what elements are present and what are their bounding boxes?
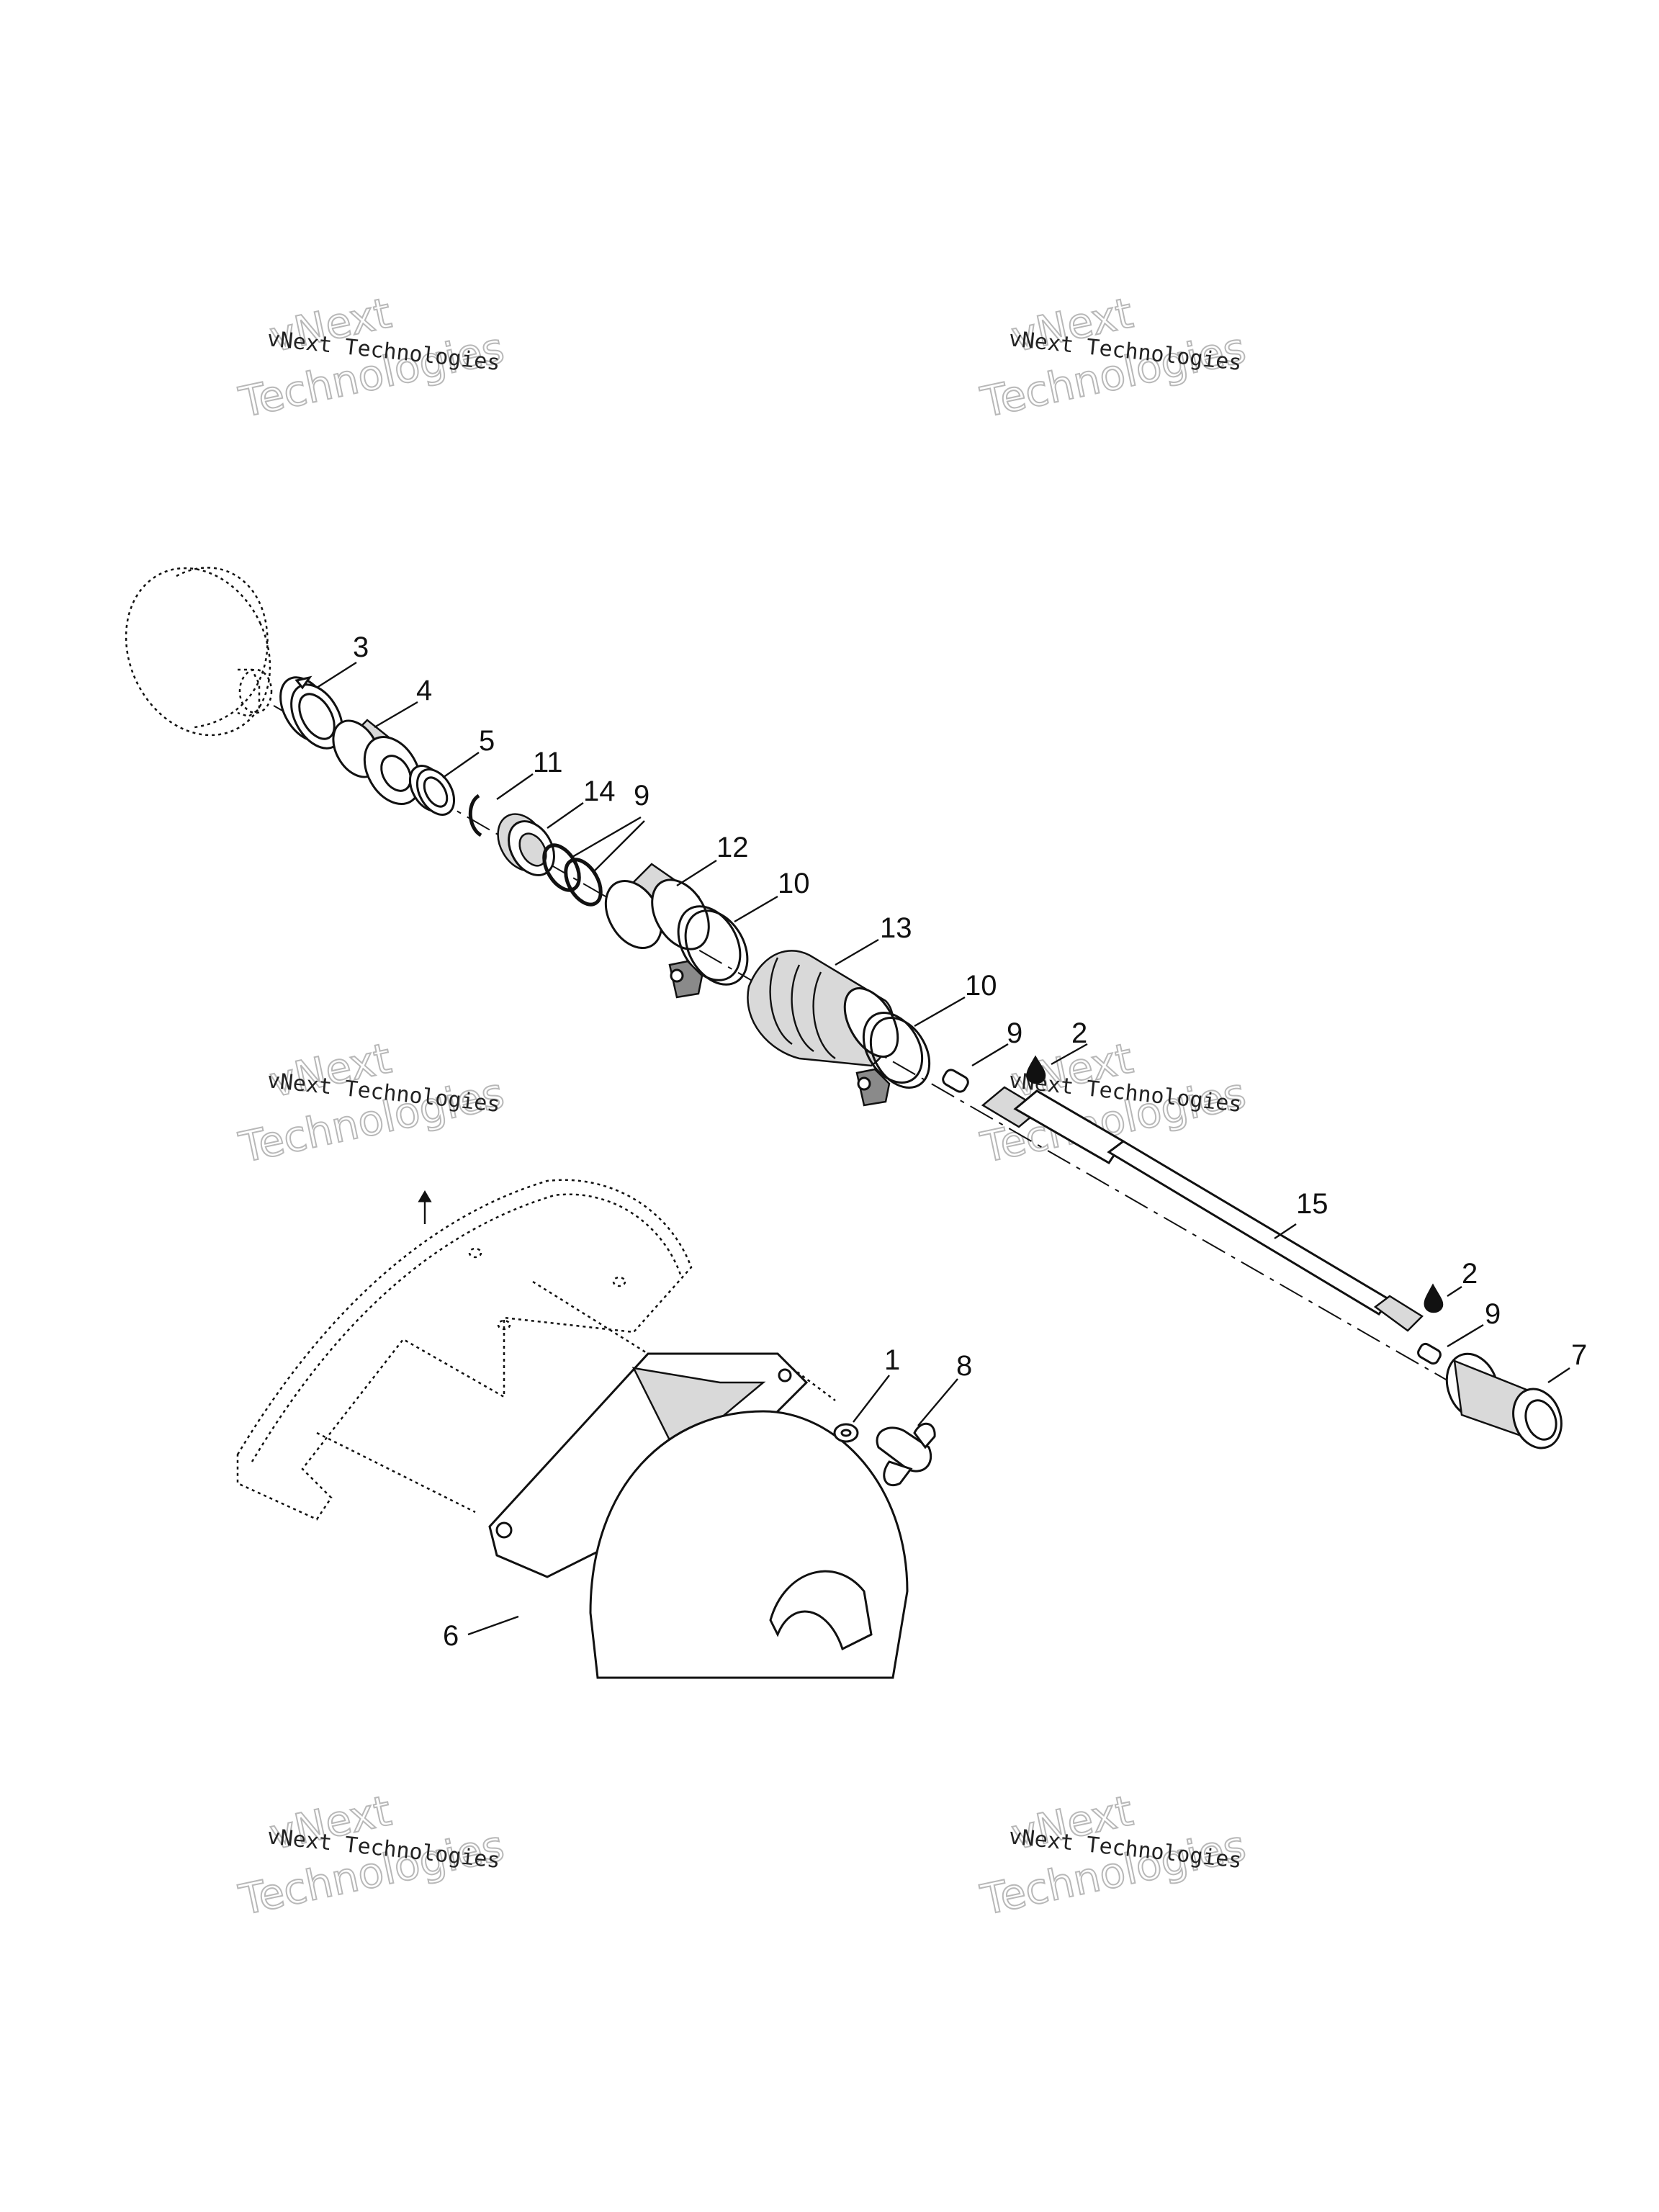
alignment-line — [316, 1431, 476, 1514]
part-6-jet-pump-cover — [488, 1352, 909, 1679]
callout-6: 6 — [443, 1620, 459, 1652]
callout-3: 3 — [353, 631, 369, 663]
callout-9: 9 — [634, 780, 649, 811]
callout-2: 2 — [1071, 1017, 1087, 1049]
leader-lines — [316, 661, 1570, 1636]
part-5-clamp — [408, 765, 456, 816]
grease-drop-icon — [1026, 1055, 1046, 1084]
part-9-pin-lower — [1417, 1342, 1442, 1365]
callout-1: 1 — [884, 1344, 900, 1376]
callout-2: 2 — [1462, 1258, 1478, 1290]
callout-9: 9 — [1007, 1017, 1022, 1049]
callout-13: 13 — [880, 912, 912, 944]
hull-cover-ghost — [236, 1179, 693, 1521]
part-12-sleeve — [604, 863, 710, 950]
part-8-wing-nut — [876, 1423, 936, 1487]
alignment-line — [532, 1280, 649, 1355]
part-10-hose-clamp-upper — [668, 905, 749, 999]
part-15-drive-shaft — [981, 1086, 1424, 1332]
part-9-pin-upper — [942, 1069, 969, 1093]
engine-flywheel-ghost — [125, 567, 273, 737]
part-4-coupler — [332, 719, 422, 806]
callout-10: 10 — [965, 970, 997, 1002]
washer-hole — [840, 1429, 852, 1437]
callout-9: 9 — [1485, 1298, 1501, 1330]
callout-15: 15 — [1296, 1188, 1328, 1220]
callout-8: 8 — [956, 1350, 972, 1382]
part-9-o-rings — [542, 843, 603, 907]
grease-drop-icon — [1424, 1283, 1444, 1313]
part-3-clamp-ring — [279, 675, 343, 750]
part-13-bellows-boot — [747, 950, 899, 1067]
part-7-bearing-housing — [1445, 1352, 1563, 1449]
callout-12: 12 — [716, 832, 749, 863]
part-11-snap-ring — [468, 793, 482, 837]
callout-11: 11 — [533, 747, 563, 778]
alignment-line — [791, 1367, 836, 1401]
callout-10: 10 — [778, 868, 810, 899]
callout-5: 5 — [479, 725, 495, 757]
part-10-hose-clamp-lower — [855, 1012, 931, 1107]
callout-7: 7 — [1571, 1339, 1587, 1371]
callout-4: 4 — [416, 675, 432, 706]
callout-14: 14 — [583, 775, 616, 807]
